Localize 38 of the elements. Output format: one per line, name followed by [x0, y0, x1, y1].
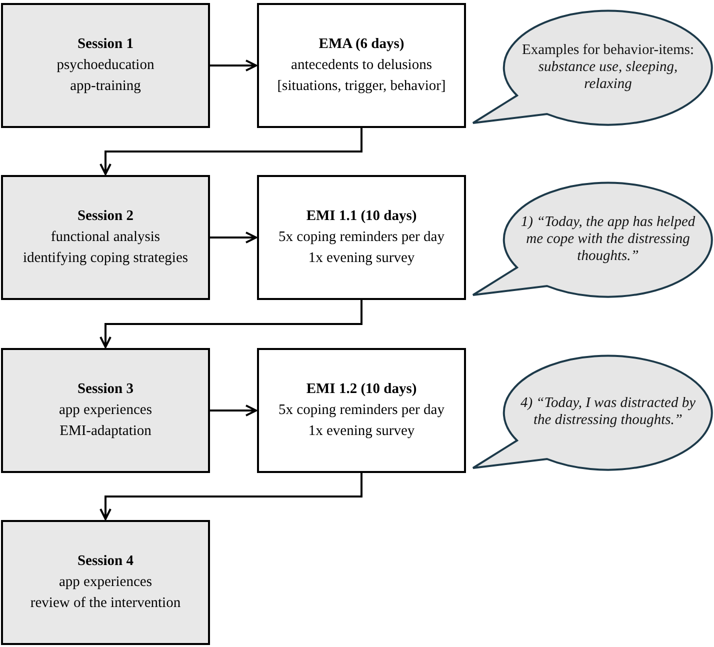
- box-heading: EMI 1.1 (10 days): [306, 207, 417, 226]
- box-text: antecedents to delusions: [291, 56, 432, 75]
- box-heading: Session 4: [77, 552, 134, 571]
- box-heading: Session 3: [77, 380, 134, 399]
- box-text: [situations, trigger, behavior]: [277, 77, 446, 96]
- session-box: [1, 520, 210, 645]
- box-text: review of the intervention: [30, 594, 181, 613]
- session-box: [1, 348, 210, 473]
- box-text: functional analysis: [50, 228, 160, 247]
- box-text: app-training: [70, 77, 141, 96]
- box-text: psychoeducation: [56, 56, 154, 75]
- arrow: [210, 404, 257, 416]
- process-box: [257, 175, 466, 300]
- box-heading: Session 1: [77, 35, 134, 54]
- session-box: [1, 3, 210, 128]
- process-box: [257, 3, 466, 128]
- arrow: [210, 232, 257, 244]
- session-box: [1, 175, 210, 300]
- box-text: app experiences: [59, 573, 152, 592]
- box-text: 5x coping reminders per day: [278, 401, 444, 420]
- arrow: [100, 128, 362, 175]
- box-text: 1x evening survey: [308, 249, 415, 268]
- arrow: [210, 60, 257, 72]
- box-text: 5x coping reminders per day: [278, 228, 444, 247]
- callout-text: 1) “Today, the app has helped me cope with the distressing thoughts.”: [520, 214, 696, 264]
- box-text: 1x evening survey: [308, 422, 415, 441]
- arrow: [100, 300, 362, 348]
- callout-text: substance use, sleeping, relaxing: [537, 58, 679, 92]
- box-heading: Session 2: [77, 207, 134, 226]
- box-heading: EMA (6 days): [318, 35, 404, 54]
- callout-text: Examples for behavior-items:: [520, 42, 696, 58]
- arrow: [100, 473, 362, 520]
- box-text: identifying coping strategies: [22, 249, 188, 268]
- process-box: [257, 348, 466, 473]
- callout-text: 4) “Today, I was distracted by the distressing thoughts.”: [519, 395, 697, 429]
- box-heading: EMI 1.2 (10 days): [306, 380, 417, 399]
- box-text: EMI-adaptation: [60, 422, 152, 441]
- box-text: app experiences: [59, 401, 152, 420]
